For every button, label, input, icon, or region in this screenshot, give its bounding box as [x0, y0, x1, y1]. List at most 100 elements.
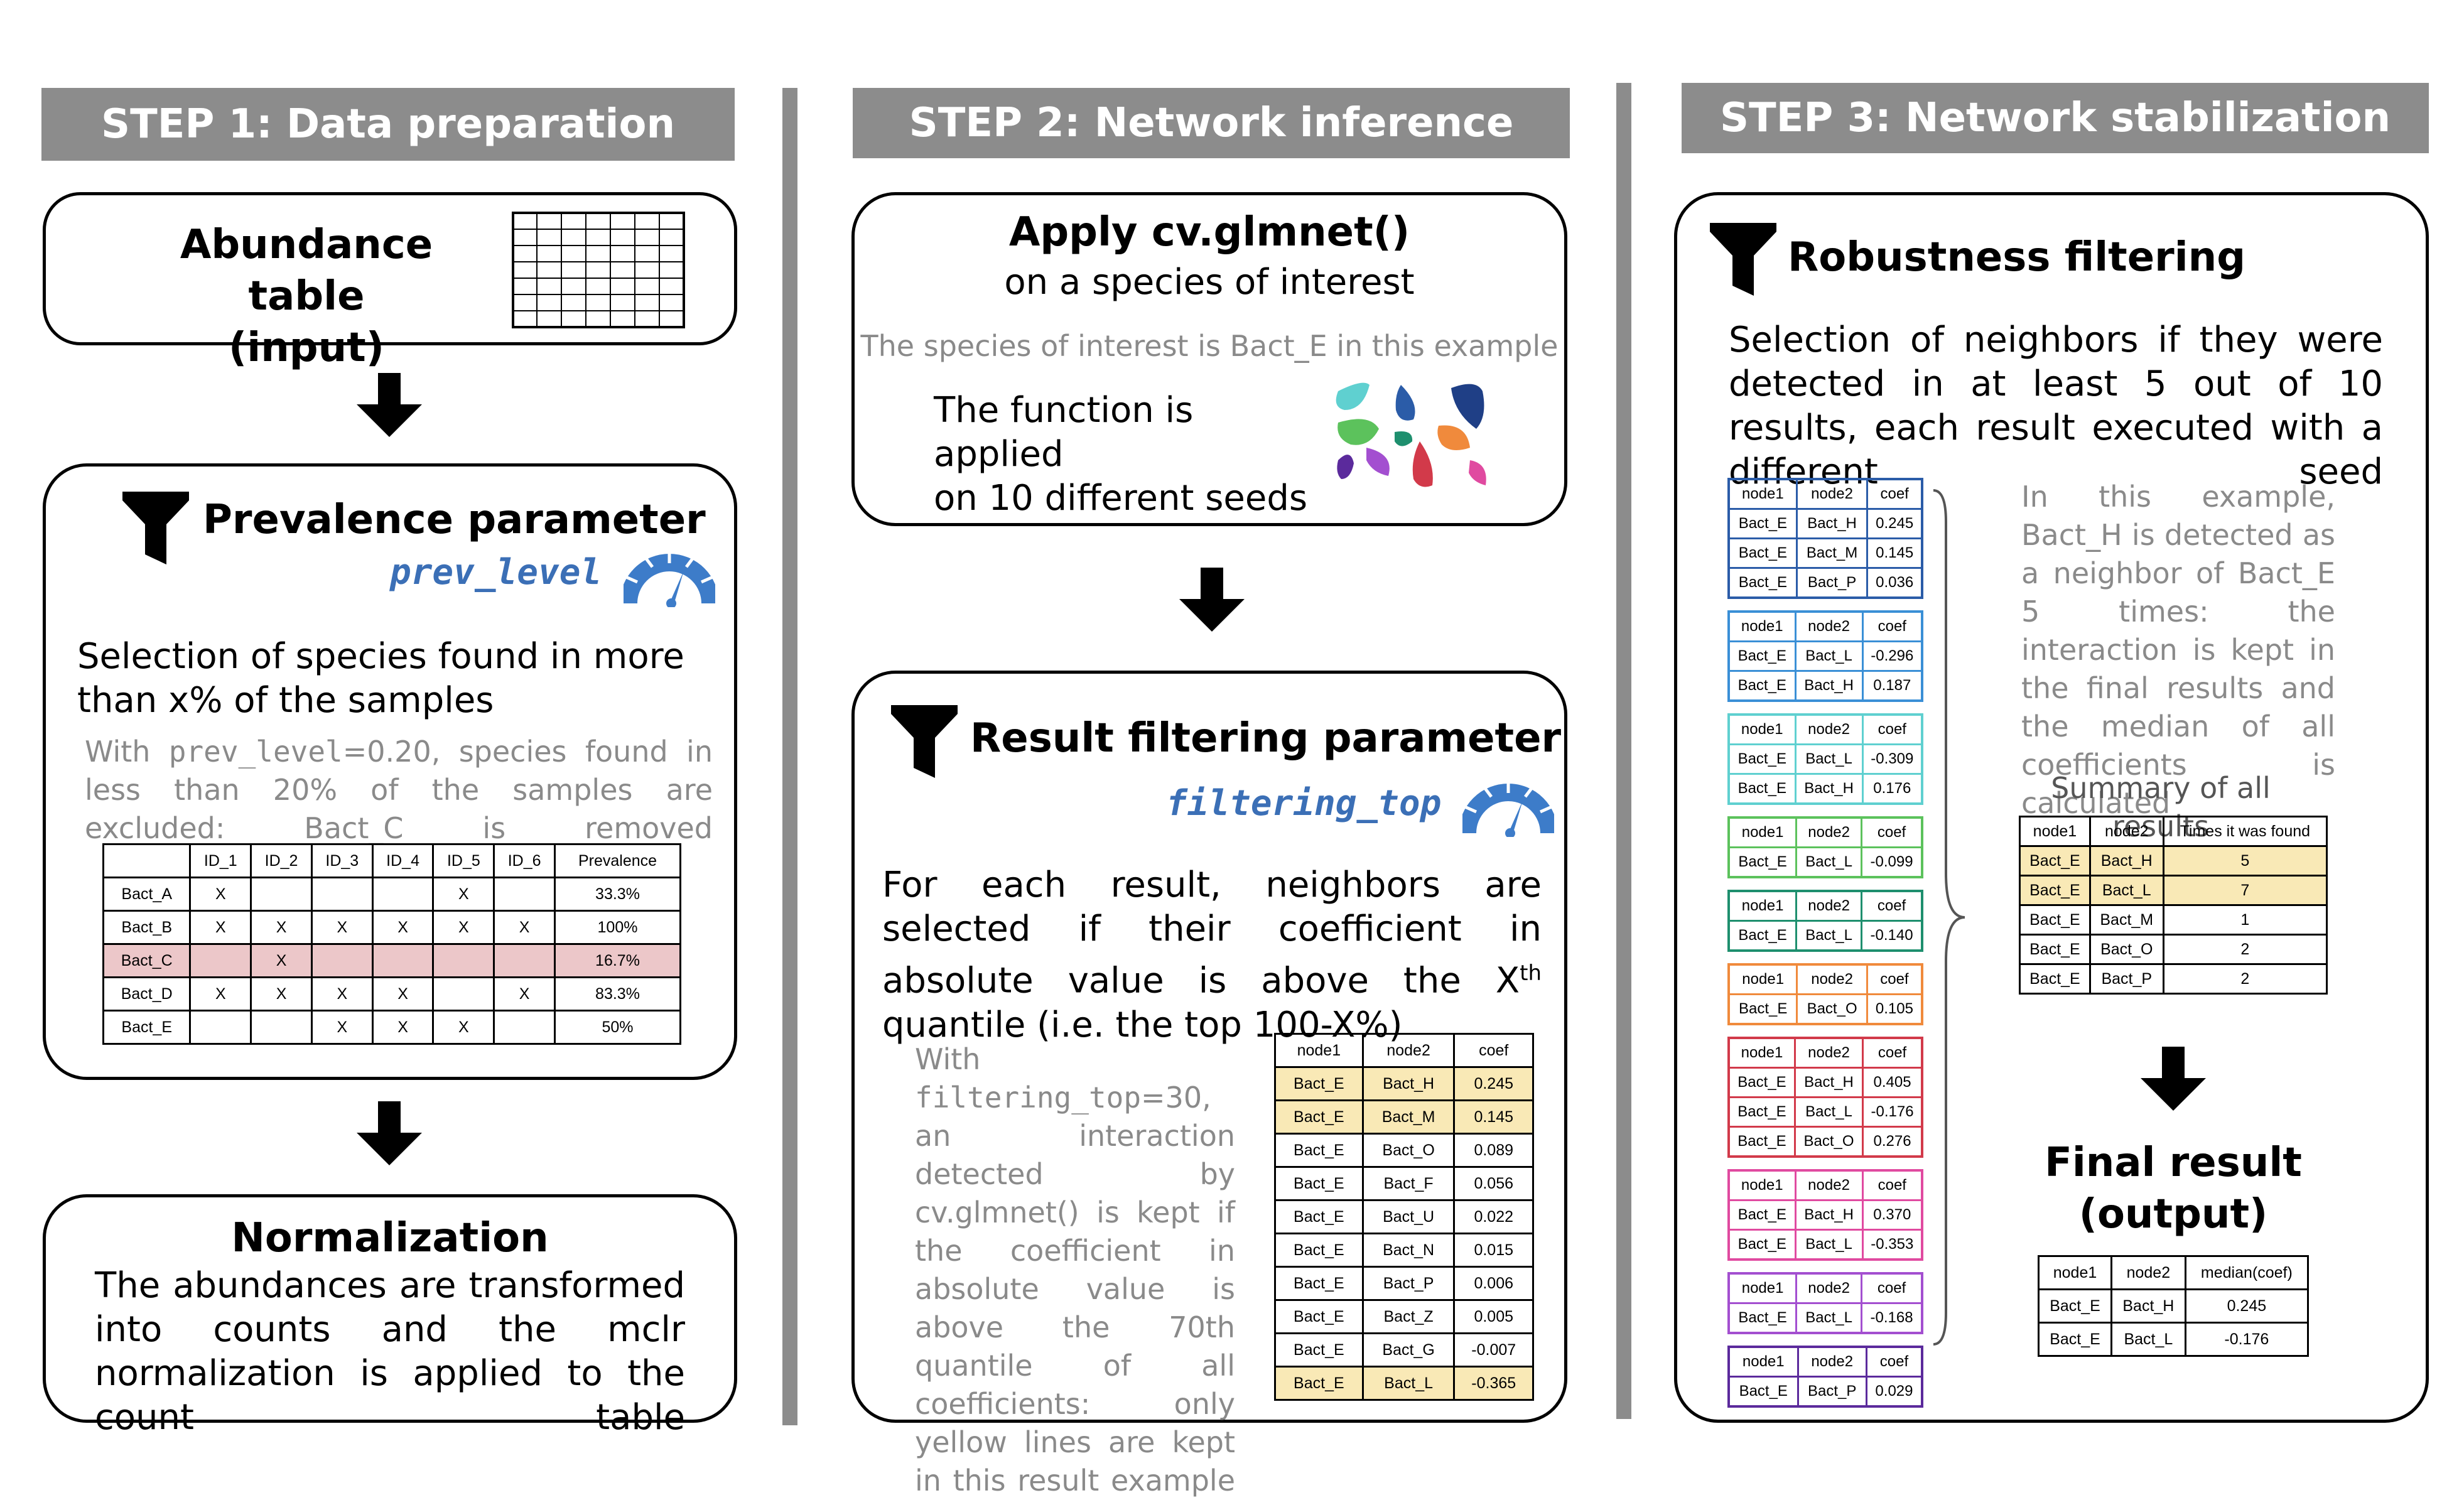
table-cell: 0.245: [1866, 508, 1923, 539]
funnel-icon: [1710, 223, 1776, 296]
down-arrow-icon: [357, 373, 422, 437]
filtering-note-code: filtering_top: [915, 1081, 1142, 1114]
prev-level-param: prev_level: [390, 552, 602, 593]
table-cell: Bact_E: [1727, 993, 1798, 1025]
table-cell: X: [189, 910, 252, 945]
table-cell: Bact_H: [1794, 670, 1864, 702]
table-cell: Bact_E: [1727, 1096, 1796, 1128]
table-cell: 0.245: [2184, 1288, 2310, 1324]
table-cell: -0.176: [1862, 1096, 1923, 1128]
table-header-cell: Times it was found: [2162, 816, 2328, 847]
table-cell: Bact_E: [1727, 670, 1797, 702]
table-cell: Bact_C: [102, 943, 192, 978]
table-header-cell: node2: [1797, 1346, 1867, 1378]
normalization-desc: The abundances are transformed into coun…: [95, 1265, 685, 1438]
table-cell: X: [371, 976, 435, 1012]
step1-header-label: STEP 1: Data preparation: [100, 101, 676, 148]
funnel-icon: [891, 705, 958, 778]
table-cell: 7: [2162, 875, 2328, 906]
table-cell: Bact_E: [1274, 1299, 1364, 1334]
table-header-cell: coef: [1865, 1346, 1923, 1378]
table-cell: Bact_P: [1797, 1376, 1867, 1408]
table-cell: -0.309: [1861, 743, 1923, 775]
table-cell: Bact_Z: [1361, 1299, 1456, 1334]
robustness-desc: Selection of neighbors if they were dete…: [1729, 320, 2383, 492]
table-header-cell: Prevalence: [554, 843, 681, 878]
table-cell: Bact_P: [1795, 567, 1869, 599]
filtering-note-post: =30, an interaction detected by cv.glmne…: [915, 1081, 1235, 1497]
table-header-cell: node1: [1727, 890, 1798, 922]
table-cell: Bact_E: [1727, 773, 1797, 805]
table-cell: Bact_E: [1727, 743, 1797, 775]
table-header-cell: ID_6: [493, 843, 556, 878]
table-cell: Bact_E: [1727, 640, 1797, 672]
step2-header: STEP 2: Network inference: [853, 88, 1570, 158]
table-cell: Bact_H: [1793, 1067, 1864, 1098]
filtering-note: With filtering_top=30, an interaction de…: [915, 1040, 1235, 1500]
table-header-cell: coef: [1862, 1037, 1923, 1069]
table-header-cell: ID_4: [371, 843, 435, 878]
table-header-cell: node1: [1727, 1346, 1799, 1378]
table-cell: Bact_E: [1274, 1199, 1364, 1234]
prevalence-note-pre: With: [85, 735, 169, 769]
normalization-box: Normalization The abundances are transfo…: [43, 1194, 737, 1438]
table-header-cell: node1: [1274, 1033, 1364, 1068]
table-cell: -0.168: [1861, 1302, 1923, 1334]
table-header-cell: node1: [1727, 963, 1798, 995]
robustness-title: Robustness filtering: [1788, 234, 2245, 281]
table-header-cell: coef: [1861, 610, 1923, 642]
table-cell: Bact_M: [1361, 1099, 1456, 1135]
final-title-line2: (output): [2078, 1191, 2268, 1238]
table-cell: 0.176: [1861, 773, 1923, 805]
table-cell: 0.056: [1453, 1166, 1534, 1201]
table-cell: Bact_E: [1274, 1366, 1364, 1401]
abundance-title-line1: Abundance table: [180, 222, 433, 320]
apply-subtitle: on a species of interest: [1004, 262, 1415, 303]
step2-header-label: STEP 2: Network inference: [909, 100, 1514, 146]
table-cell: [432, 976, 495, 1012]
table-cell: Bact_U: [1361, 1199, 1456, 1234]
table-cell: Bact_E: [2019, 963, 2091, 995]
table-cell: 0.036: [1866, 567, 1923, 599]
table-cell: Bact_L: [1794, 1229, 1864, 1261]
table-cell: Bact_O: [2088, 934, 2164, 965]
table-cell: 0.145: [1866, 537, 1923, 569]
table-header-cell: node2: [1794, 1169, 1864, 1201]
table-cell: Bact_E: [2019, 934, 2091, 965]
table-cell: [189, 1010, 252, 1045]
final-title: Final result (output): [2004, 1137, 2343, 1240]
table-cell: -0.365: [1453, 1366, 1534, 1401]
apply-box: Apply cv.glmnet() on a species of intere…: [851, 192, 1567, 526]
prevalence-note-code: prev_level: [168, 735, 343, 769]
table-cell: Bact_E: [2037, 1288, 2113, 1324]
prevalence-note-post: =0.20, species found in less than 20% of…: [85, 735, 713, 845]
table-cell: Bact_E: [1727, 1126, 1796, 1158]
table-header-cell: node2: [1794, 610, 1864, 642]
apply-title: Apply cv.glmnet(): [1008, 209, 1410, 256]
funnel-icon: [122, 492, 189, 564]
grid-table-icon: [512, 212, 685, 328]
table-cell: -0.007: [1453, 1332, 1534, 1368]
table-cell: [493, 943, 556, 978]
table-header-cell: ID_5: [432, 843, 495, 878]
table-cell: Bact_E: [1727, 920, 1798, 952]
table-cell: X: [189, 877, 252, 912]
